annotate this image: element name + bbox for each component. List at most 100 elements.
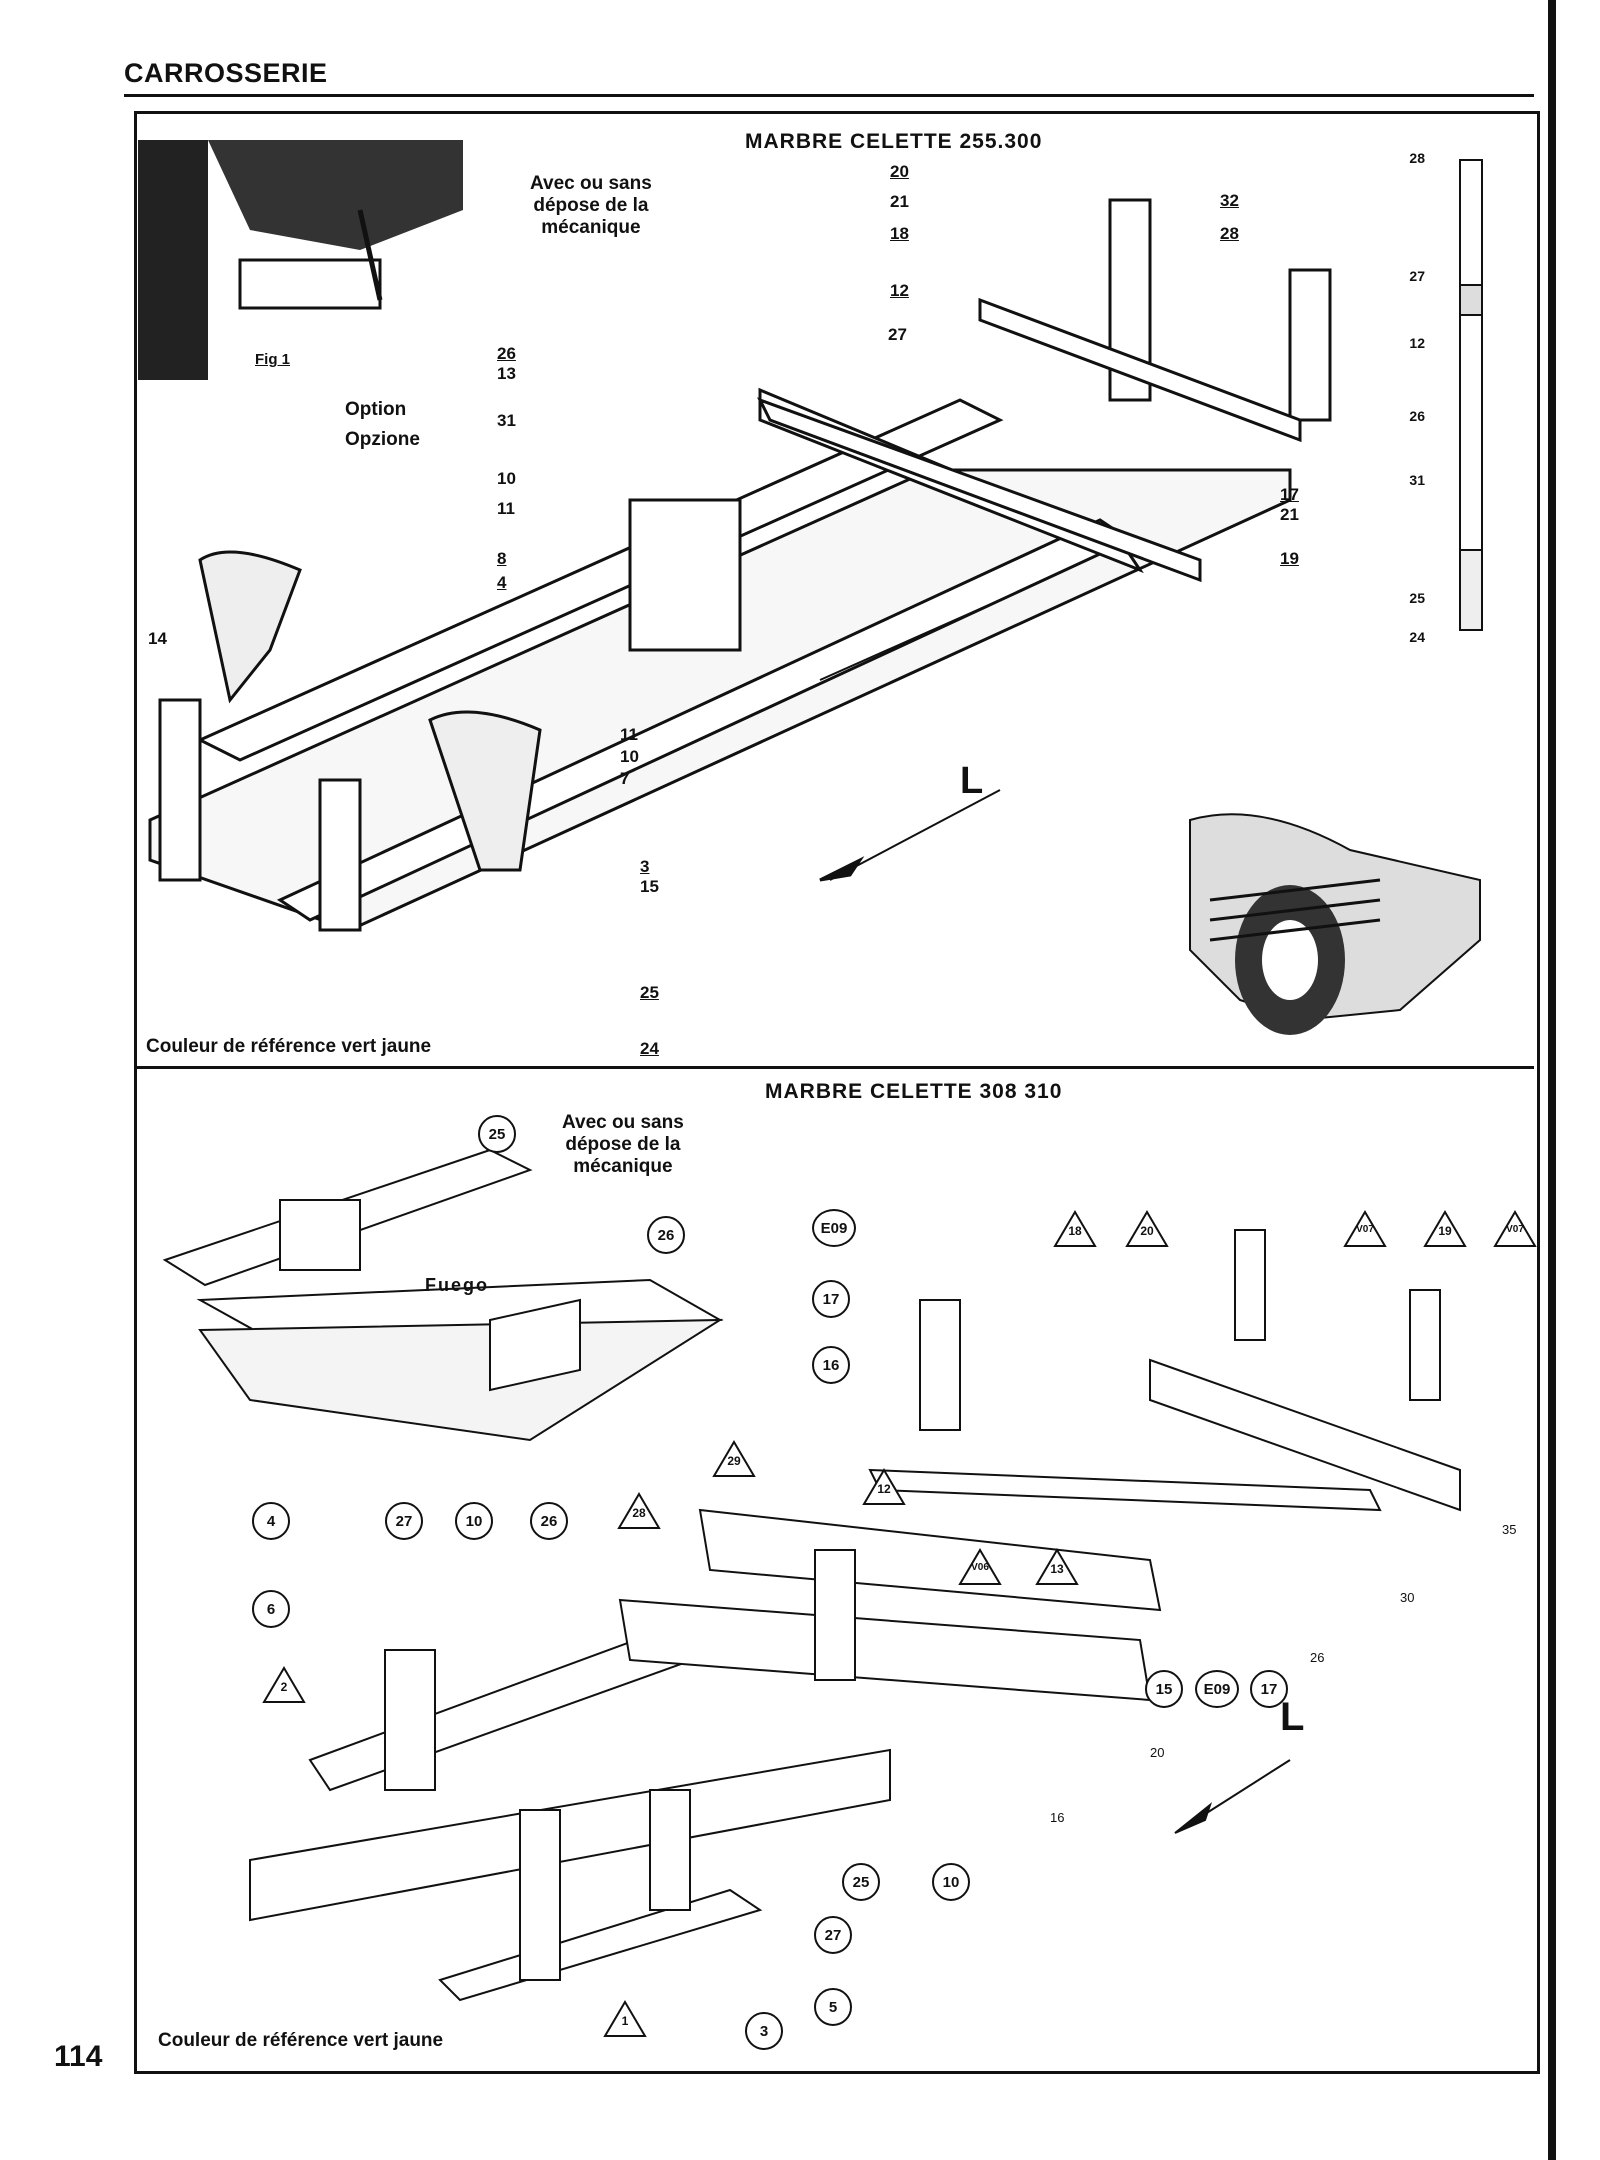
part-circle: 26 [647,1216,685,1254]
triangle-label: V06 [971,1562,989,1573]
scale-label: 20 [1150,1745,1165,1760]
callout: 3 [640,857,650,876]
part-triangle: 13 [1035,1548,1079,1586]
part-circle: 25 [842,1863,880,1901]
header-rule [124,94,1534,97]
callout: 26 [497,344,516,363]
part-circle: 4 [252,1502,290,1540]
part-circle: E09 [1195,1670,1239,1708]
callout: 11 [497,499,515,518]
top-caption: Couleur de référence vert jaune [146,1036,432,1057]
bottom-note-line: Avec ou sans [562,1112,684,1133]
triangle-label: 13 [1050,1562,1064,1576]
part-circle: 5 [814,1988,852,2026]
part-circle: 16 [812,1346,850,1384]
top-right-photo-inset [1189,813,1481,1035]
triangle-label: 28 [632,1506,646,1520]
side-callout: 26 [1409,408,1425,424]
callout: 17 [1280,485,1299,504]
callout: 7 [620,769,630,788]
part-triangle: V06 [958,1548,1002,1586]
top-note-line: dépose de la [533,195,649,216]
top-direction-label: L [960,760,984,802]
part-circle: 27 [814,1916,852,1954]
triangle-icon [1035,1548,1079,1585]
part-triangle: 1 [603,2000,647,2038]
callout: 28 [1220,224,1239,243]
triangle-label: 20 [1140,1224,1154,1238]
option-line: Opzione [345,429,420,450]
bottom-caption: Couleur de référence vert jaune [158,2030,444,2051]
callout: 32 [1220,191,1239,210]
part-circle: 10 [455,1502,493,1540]
triangle-label: 1 [621,2014,629,2028]
part-circle: 15 [1145,1670,1183,1708]
part-triangle: 20 [1125,1210,1169,1248]
side-callout: 27 [1409,268,1425,284]
part-circle: 25 [478,1115,516,1153]
top-photo-inset [138,140,463,380]
top-side-view [1459,159,1483,631]
triangle-label: V07 [1506,1224,1524,1235]
top-bench-frame [148,198,1332,932]
part-triangle: V07 [1343,1210,1387,1248]
callout: 19 [1280,549,1299,568]
triangle-icon [1343,1210,1387,1247]
part-triangle: 28 [617,1492,661,1530]
callout: 14 [148,629,167,648]
page-number: 114 [54,2040,103,2073]
part-triangle: 12 [862,1468,906,1506]
triangle-icon [862,1468,906,1505]
part-circle: 3 [745,2012,783,2050]
side-callout: 12 [1409,335,1425,351]
part-circle: 17 [1250,1670,1288,1708]
bottom-direction-label: L [1280,1695,1305,1739]
part-triangle: V07 [1493,1210,1537,1248]
callout: 11 [620,725,638,744]
bottom-note: Avec ou sans dépose de la mécanique [562,1112,684,1178]
part-triangle: 19 [1423,1210,1467,1248]
side-callout: 28 [1409,150,1425,166]
scale-label: 26 [1310,1650,1325,1665]
triangle-label: V07 [1356,1224,1374,1235]
triangle-icon [1423,1210,1467,1247]
side-callout: 25 [1409,590,1425,606]
fuego-label: Fuego [425,1275,489,1295]
bottom-assembly-upper-left [162,1148,724,1442]
option-line: Option [345,399,407,420]
callout: 10 [497,469,516,488]
scale-label: 30 [1400,1590,1415,1605]
triangle-icon [1125,1210,1169,1247]
callout: 4 [497,573,507,592]
callout: 21 [890,192,909,211]
triangle-label: 29 [727,1454,741,1468]
triangle-icon [958,1548,1002,1585]
callout: 13 [497,364,516,383]
page-header: CARROSSERIE [124,58,328,88]
part-circle: 27 [385,1502,423,1540]
option-label: Option Opzione [345,395,420,455]
side-callout: 31 [1409,472,1425,488]
scale-label: 16 [1050,1810,1065,1825]
bottom-assembly-lower-left [249,1618,891,2002]
callout: 8 [497,549,507,568]
part-triangle: 29 [712,1440,756,1478]
triangle-label: 12 [877,1482,891,1496]
part-circle: 17 [812,1280,850,1318]
triangle-label: 18 [1068,1224,1082,1238]
top-title: MARBRE CELETTE 255.300 [745,130,1043,153]
figure-frame [134,111,1540,2074]
part-triangle: 18 [1053,1210,1097,1248]
callout: 24 [640,1039,659,1058]
triangle-icon [1053,1210,1097,1247]
callout: 20 [890,162,909,181]
callout: 15 [640,877,659,896]
fig-label: Fig 1 [255,351,291,368]
page-edge [1548,0,1556,2160]
part-circle: 6 [252,1590,290,1628]
panel-divider [134,1066,1534,1069]
side-callout: 24 [1409,629,1425,645]
part-circle: 26 [530,1502,568,1540]
bottom-note-line: mécanique [573,1156,673,1177]
